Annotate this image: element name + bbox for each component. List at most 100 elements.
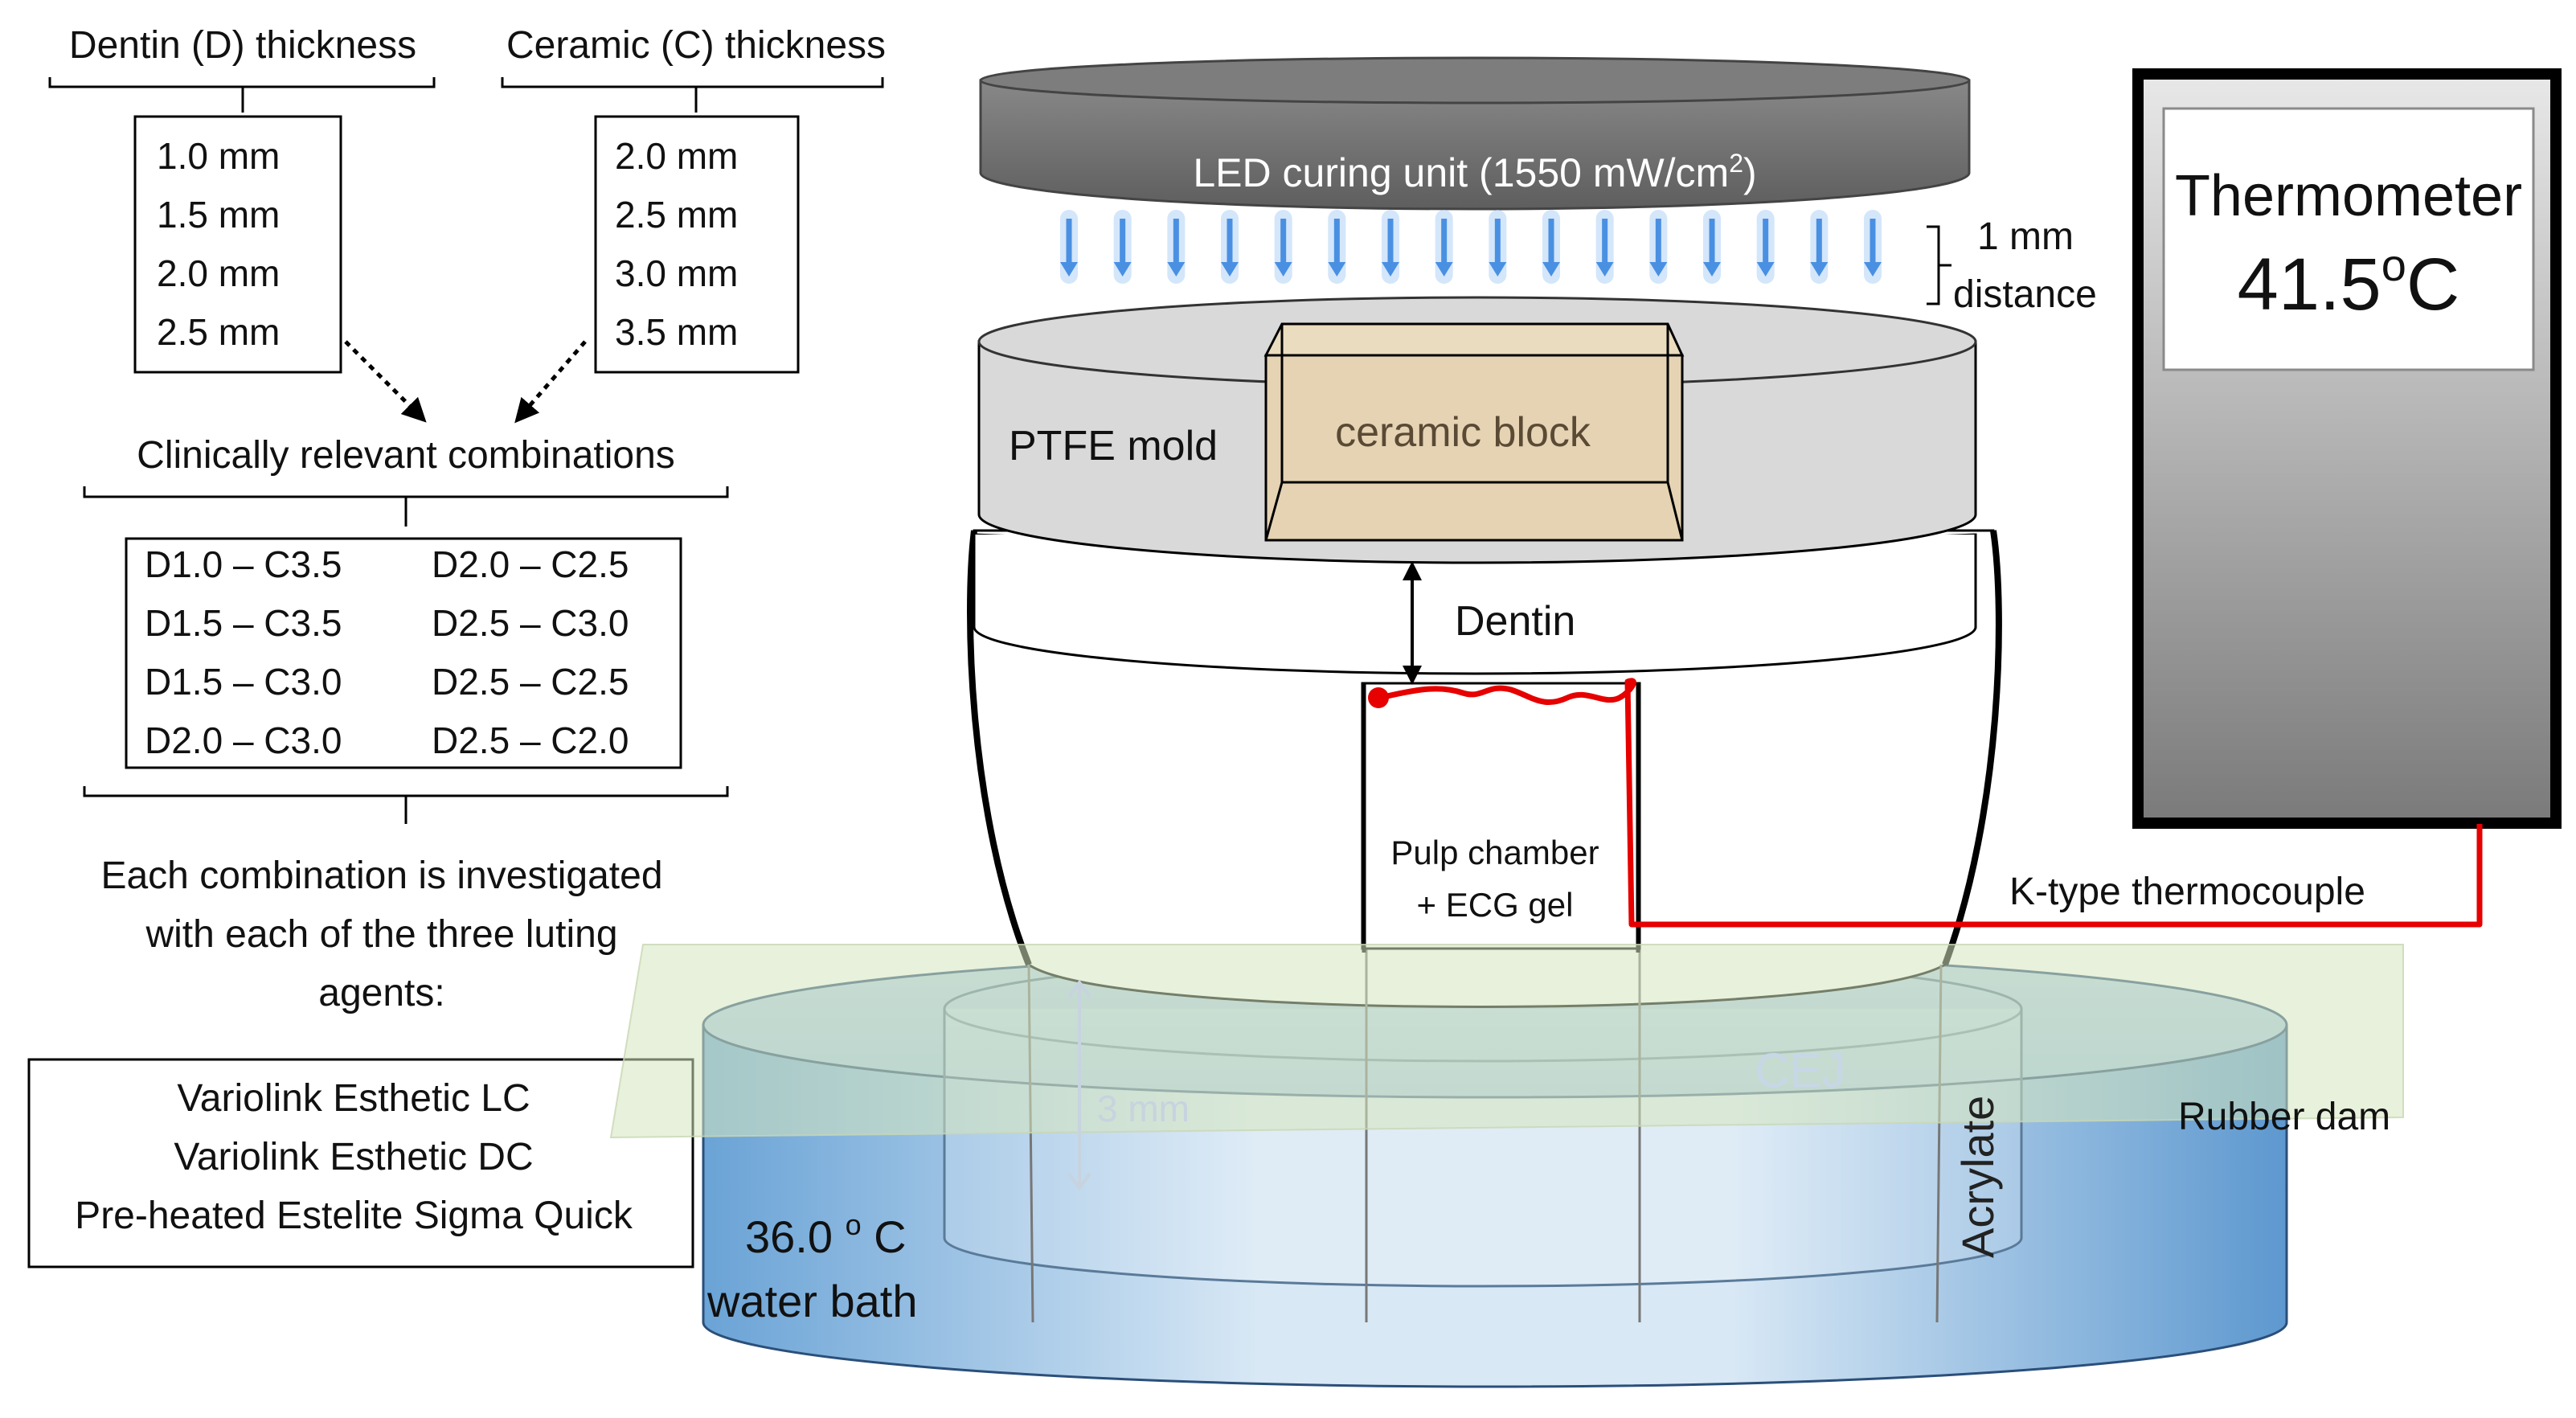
light-beam-arrowhead xyxy=(1221,262,1239,277)
ceramic-header-bracket xyxy=(501,77,884,113)
ceramic-to-combinations-arrow xyxy=(514,340,587,424)
thermometer-unit: C xyxy=(2406,244,2459,326)
water-bath-outline xyxy=(702,1025,2288,1388)
thermometer-display xyxy=(2162,107,2535,371)
luting-agents-list: Variolink Esthetic LC Variolink Esthetic… xyxy=(75,1077,633,1237)
luting-agent-2: Variolink Esthetic DC xyxy=(174,1136,533,1178)
light-beam-arrowhead xyxy=(1274,262,1292,277)
water-bath-label: water bath xyxy=(706,1276,918,1326)
ceramic-values-box xyxy=(594,115,800,374)
svg-text:36.0 o C: 36.0 o C xyxy=(745,1194,907,1262)
led-unit-top xyxy=(979,56,1971,105)
ptfe-mold-label: PTFE mold xyxy=(1009,423,1218,469)
pulp-chamber xyxy=(1361,682,1641,950)
three-mm-indicator: 3 mm xyxy=(1067,979,1190,1191)
luting-agent-1: Variolink Esthetic LC xyxy=(177,1077,530,1120)
cej-label: CEJ xyxy=(1755,1043,1845,1097)
light-beam-arrowhead xyxy=(1435,262,1453,277)
light-beam-arrowhead xyxy=(1703,262,1721,277)
water-temperature: 36.0 o C xyxy=(745,1194,907,1262)
dentin-to-combinations-arrow xyxy=(344,340,427,423)
tooth-left-edge xyxy=(967,530,1032,966)
light-beams xyxy=(1060,210,1882,284)
light-beam-arrowhead xyxy=(1864,262,1882,277)
dentin-values-list: 1.0 mm 1.5 mm 2.0 mm 2.5 mm xyxy=(157,135,280,353)
ceramic-value-3: 3.0 mm xyxy=(615,252,738,294)
ceramic-values-list: 2.0 mm 2.5 mm 3.0 mm 3.5 mm xyxy=(615,135,738,353)
thermocouple: K-type thermocouple xyxy=(1368,678,2483,928)
dentin-value-1: 1.0 mm xyxy=(157,135,280,177)
light-beam-arrowhead xyxy=(1595,262,1614,277)
led-unit-label-main: LED curing unit (1550 mW/cm xyxy=(1193,150,1729,195)
combination-left-4: D2.0 – C3.0 xyxy=(145,719,342,761)
combinations-right-column: D2.0 – C2.5 D2.5 – C3.0 D2.5 – C2.5 D2.5… xyxy=(432,543,629,761)
ceramic-block-inner xyxy=(1264,324,1684,541)
dentin-layer-top xyxy=(973,535,1977,675)
dentin-value-3: 2.0 mm xyxy=(157,252,280,294)
three-mm-arrow-top xyxy=(1067,979,1091,998)
combination-right-3: D2.5 – C2.5 xyxy=(432,661,629,703)
dentin-thickness-indicator: Dentin xyxy=(1403,561,1575,685)
thermocouple-tip xyxy=(1368,687,1389,708)
rubber-dam xyxy=(609,944,2404,1139)
thermometer-title: Thermometer xyxy=(2175,164,2522,228)
combination-right-2: D2.5 – C3.0 xyxy=(432,602,629,644)
pulp-chamber-gel-label: + ECG gel xyxy=(1417,886,1574,924)
light-beam-arrowhead xyxy=(1542,262,1560,277)
light-beam-arrowhead xyxy=(1167,262,1186,277)
combination-right-4: D2.5 – C2.0 xyxy=(432,719,629,761)
dentin-value-2: 1.5 mm xyxy=(157,194,280,236)
three-mm-label: 3 mm xyxy=(1097,1088,1190,1129)
ceramic-value-2: 2.5 mm xyxy=(615,194,738,236)
dentin-values-box xyxy=(133,115,342,374)
tooth: Pulp chamber + ECG gel xyxy=(967,529,2002,1323)
three-mm-arrow-bottom xyxy=(1067,1172,1091,1191)
light-beam-arrowhead xyxy=(1060,262,1078,277)
ceramic-block: ceramic block xyxy=(1263,322,1685,542)
light-beam-arrowhead xyxy=(1756,262,1775,277)
light-beam-arrowhead xyxy=(1489,262,1507,277)
combination-left-2: D1.5 – C3.5 xyxy=(145,602,342,644)
light-beam-arrowhead xyxy=(1810,262,1829,277)
investigation-line-3: agents: xyxy=(318,972,444,1014)
combinations-header: Clinically relevant combinations xyxy=(137,434,675,477)
pulp-chamber-label: Pulp chamber xyxy=(1390,834,1599,871)
distance-bracket xyxy=(1927,225,1951,305)
combinations-left-column: D1.0 – C3.5 D1.5 – C3.5 D1.5 – C3.0 D2.0… xyxy=(145,543,342,761)
combinations-header-bracket xyxy=(83,486,729,527)
thermometer-degree: o xyxy=(2381,240,2406,290)
luting-agents-box xyxy=(27,1058,694,1268)
ceramic-value-1: 2.0 mm xyxy=(615,135,738,177)
dentin-thickness-header: Dentin (D) thickness xyxy=(69,24,416,67)
led-curing-unit: LED curing unit (1550 mW/cm2) xyxy=(979,56,1971,211)
dentin-value-4: 2.5 mm xyxy=(157,311,280,353)
distance-value: 1 mm xyxy=(1977,215,2074,258)
combination-left-1: D1.0 – C3.5 xyxy=(145,543,342,585)
dentin-label: Dentin xyxy=(1455,598,1575,645)
ceramic-thickness-header: Ceramic (C) thickness xyxy=(506,24,886,67)
tooth-right-edge xyxy=(1942,530,2002,966)
thermocouple-wire xyxy=(1379,678,2483,928)
combinations-box xyxy=(125,537,682,769)
ceramic-block-top xyxy=(1263,322,1685,357)
led-unit-body xyxy=(979,79,1971,211)
rubber-dam-label: Rubber dam xyxy=(2178,1096,2390,1138)
led-unit-label-sup: 2 xyxy=(1729,149,1743,178)
investigation-line-1: Each combination is investigated xyxy=(100,854,662,897)
combination-left-3: D1.5 – C3.0 xyxy=(145,661,342,703)
thermocouple-label: K-type thermocouple xyxy=(2009,871,2365,913)
luting-agent-3: Pre-heated Estelite Sigma Quick xyxy=(75,1195,633,1237)
led-unit-label-close: ) xyxy=(1743,150,1757,195)
light-beam-arrowhead xyxy=(1382,262,1399,277)
thermometer-reading: 41.5oC xyxy=(2238,240,2460,326)
led-unit-label: LED curing unit (1550 mW/cm2) xyxy=(1193,149,1756,195)
thermometer: Thermometer 41.5oC xyxy=(2132,68,2562,829)
dentin-header-bracket xyxy=(48,77,436,113)
water-temp-degree: o xyxy=(846,1208,862,1241)
thermometer-value: 41.5 xyxy=(2238,244,2381,326)
light-beam-arrowhead xyxy=(1649,262,1668,277)
combinations-bottom-bracket xyxy=(83,786,729,824)
light-beam-arrowhead xyxy=(1113,262,1132,277)
ceramic-block-label: ceramic block xyxy=(1335,409,1591,456)
